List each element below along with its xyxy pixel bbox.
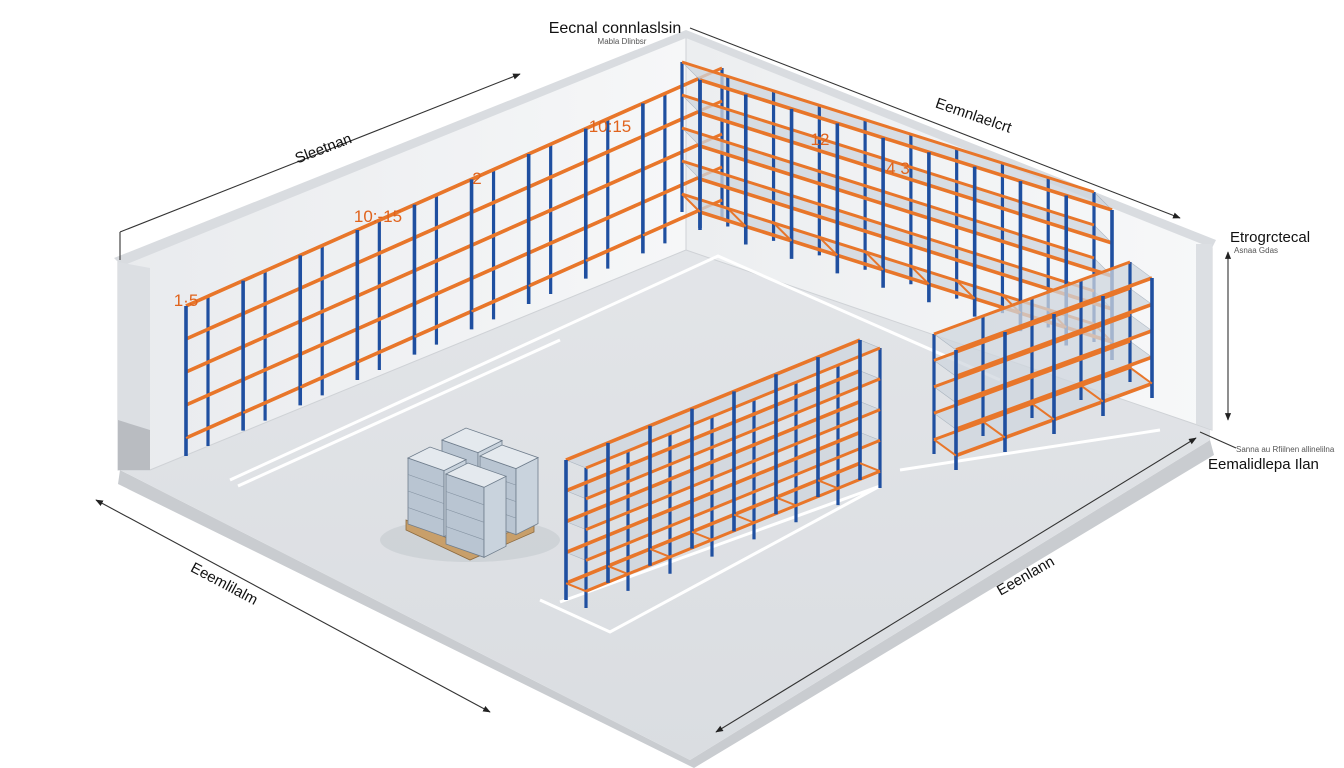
box-top: [406, 446, 468, 472]
wall-end-right: [1196, 244, 1212, 430]
rack-cross-beam: [565, 582, 587, 593]
rack-cross-beam: [414, 325, 437, 338]
rack-beam-back: [933, 260, 1131, 336]
rack-beam-back: [681, 159, 1095, 293]
rack-beam-back: [681, 93, 1095, 227]
rack-group: [184, 60, 1154, 608]
rack-beam-front: [185, 208, 701, 440]
rack-cross-beam: [356, 351, 380, 363]
dim-right-note-tick: [1199, 431, 1237, 449]
rack-beam-front: [699, 177, 1113, 311]
dim-right-note-label: Eemalidlepa Ilan: [1208, 456, 1319, 473]
rack-beam-front: [565, 338, 861, 462]
dim-front-left-line: [95, 499, 491, 713]
zone-label-1: 1·5: [174, 291, 199, 310]
rack-cross-beam: [585, 249, 609, 262]
box-side: [515, 456, 539, 536]
dim-front-right-line: [715, 437, 1197, 733]
rack-cross-beam: [864, 251, 884, 271]
zone-labels: 1·5 10:-15 2 10:15 12 4 3: [174, 117, 910, 310]
rack-beam-front: [185, 76, 701, 308]
box-top: [478, 444, 540, 470]
rack-cross-beam: [185, 427, 209, 439]
zone-label-2: 10:-15: [354, 207, 402, 226]
wall-end-left: [118, 262, 150, 470]
pallet-box-front: [444, 462, 508, 558]
rack-cross-beam: [1080, 384, 1104, 403]
rack-beam-back: [681, 126, 1095, 260]
rack-beam-front: [699, 111, 1113, 245]
box-side: [483, 475, 507, 558]
rack-cross-beam: [681, 193, 701, 213]
rack-cross-beam: [528, 275, 552, 287]
rack-beam-back: [933, 286, 1131, 362]
rack-cross-beam: [818, 236, 839, 257]
rack-right-short: [932, 260, 1154, 470]
zone-label-5: 12: [811, 130, 830, 149]
zone-label-6: 4 3: [886, 159, 910, 178]
rack-cross-beam: [1129, 366, 1153, 385]
title-sub: Mabla Dlinbsr: [598, 37, 647, 46]
rack-beam-front: [565, 399, 861, 524]
dim-right-note-sub: Sanna au Rfiilnen allinelilna: [1236, 445, 1335, 454]
rack-back-right: [680, 60, 1114, 360]
rack-cross-beam: [649, 547, 671, 558]
rack-beam-back: [933, 339, 1131, 415]
rack-beam-front: [185, 175, 701, 407]
title-main: Eecnal connlaslsin: [549, 20, 682, 37]
rack-beam-back: [933, 313, 1131, 389]
dim-back-left-label: Sleetnan: [293, 130, 354, 167]
rack-beam-back: [681, 60, 1095, 194]
rack-cross-beam: [982, 420, 1006, 439]
wall-rim-left: [114, 30, 686, 266]
rack-cross-beam: [242, 401, 266, 414]
rack-cross-beam: [607, 565, 629, 575]
dim-height-label: Etrogrctecal: [1230, 229, 1310, 246]
rack-cross-beam: [471, 300, 494, 313]
dim-back-left-line: [119, 73, 521, 233]
dim-front-left-label: Eeemlilalm: [188, 559, 261, 608]
rack-beam-front: [699, 144, 1113, 278]
box-strap: [407, 474, 445, 488]
dim-back-right-line: [689, 27, 1181, 219]
dim-back-right-label: Eemnlaelcrt: [933, 95, 1014, 137]
rack-beam-front: [699, 78, 1113, 212]
rack-cross-beam: [642, 224, 666, 237]
rack-beam-front: [565, 369, 861, 493]
wall-end-left-base: [118, 420, 150, 470]
rack-beam-front: [185, 142, 701, 374]
rack-cross-beam: [910, 265, 930, 285]
box-top: [440, 427, 504, 454]
dimension-lines: [95, 27, 1237, 733]
rack-cross-beam: [299, 376, 323, 389]
rack-back-left: [184, 66, 724, 456]
rack-cross-beam: [691, 530, 713, 541]
rack-cross-beam: [727, 207, 747, 228]
rack-cross-beam: [955, 279, 976, 300]
box-top: [444, 462, 508, 488]
rack-cross-beam: [772, 222, 793, 242]
zone-label-4: 10:15: [589, 117, 632, 136]
zone-label-3: 2: [472, 169, 481, 188]
dim-height-sub: Asnaa Gdas: [1234, 246, 1278, 255]
rack-beam-front: [185, 109, 701, 341]
rack-cross-beam: [1031, 402, 1055, 421]
